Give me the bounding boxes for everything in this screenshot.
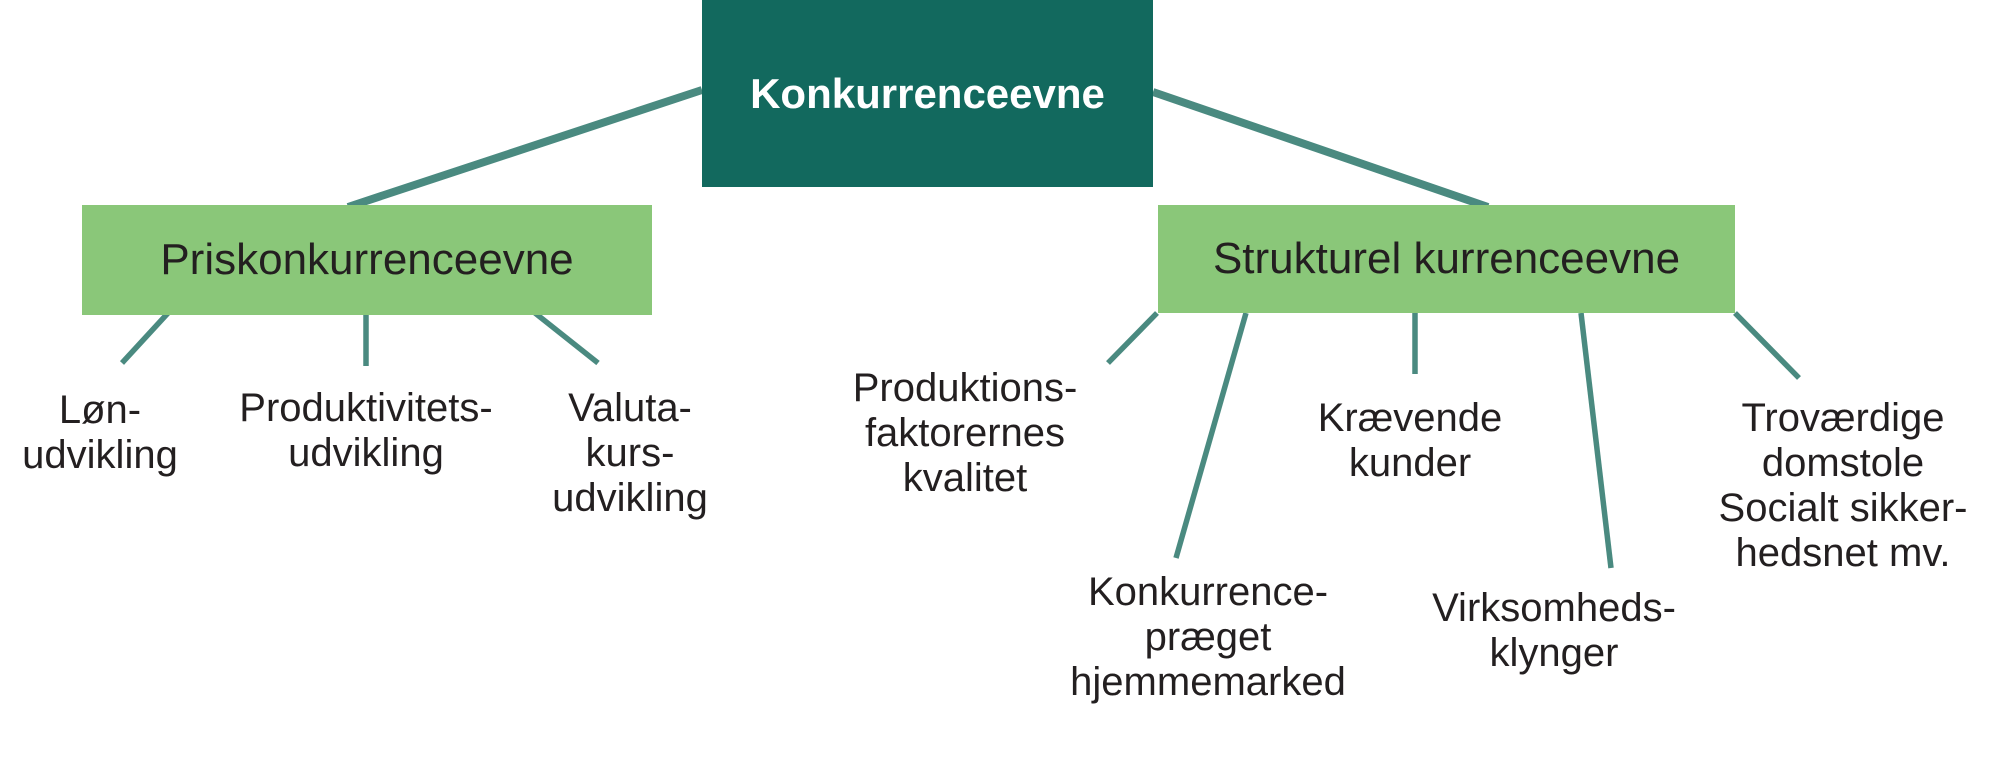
leaf-valutakurs-udvikling: Valuta-kurs-udvikling (552, 386, 708, 520)
connector-pris-to-loen (119, 311, 171, 365)
leaf-produktivitets-udvikling: Produktivitets-udvikling (239, 386, 493, 475)
branch-label-priskonkurrenceevne: Priskonkurrenceevne (160, 235, 574, 284)
branch-node-strukturel-kurrenceevne: Strukturel kurrenceevne (1158, 205, 1735, 313)
leaf-loen-udvikling: Løn-udvikling (22, 388, 178, 477)
connector-root-to-strukturel (1151, 88, 1490, 211)
connector-struk-to-trovaerdige (1733, 311, 1801, 380)
branch-node-priskonkurrenceevne: Priskonkurrenceevne (82, 205, 652, 315)
branch-label-strukturel-kurrenceevne: Strukturel kurrenceevne (1212, 234, 1681, 283)
connector-struk-to-virksomheds (1578, 312, 1614, 569)
connector-root-to-priskonkurrenceevne (346, 86, 704, 211)
connector-struk-to-konkurrence (1173, 312, 1249, 559)
root-node-konkurrenceevne: Konkurrenceevne (702, 0, 1153, 187)
root-node-label: Konkurrenceevne (750, 69, 1105, 117)
connector-struk-to-produktions (1106, 311, 1159, 365)
leaf-virksomhedsklynger: Virksomheds-klynger (1432, 586, 1676, 675)
connector-pris-to-valuta (533, 310, 600, 366)
